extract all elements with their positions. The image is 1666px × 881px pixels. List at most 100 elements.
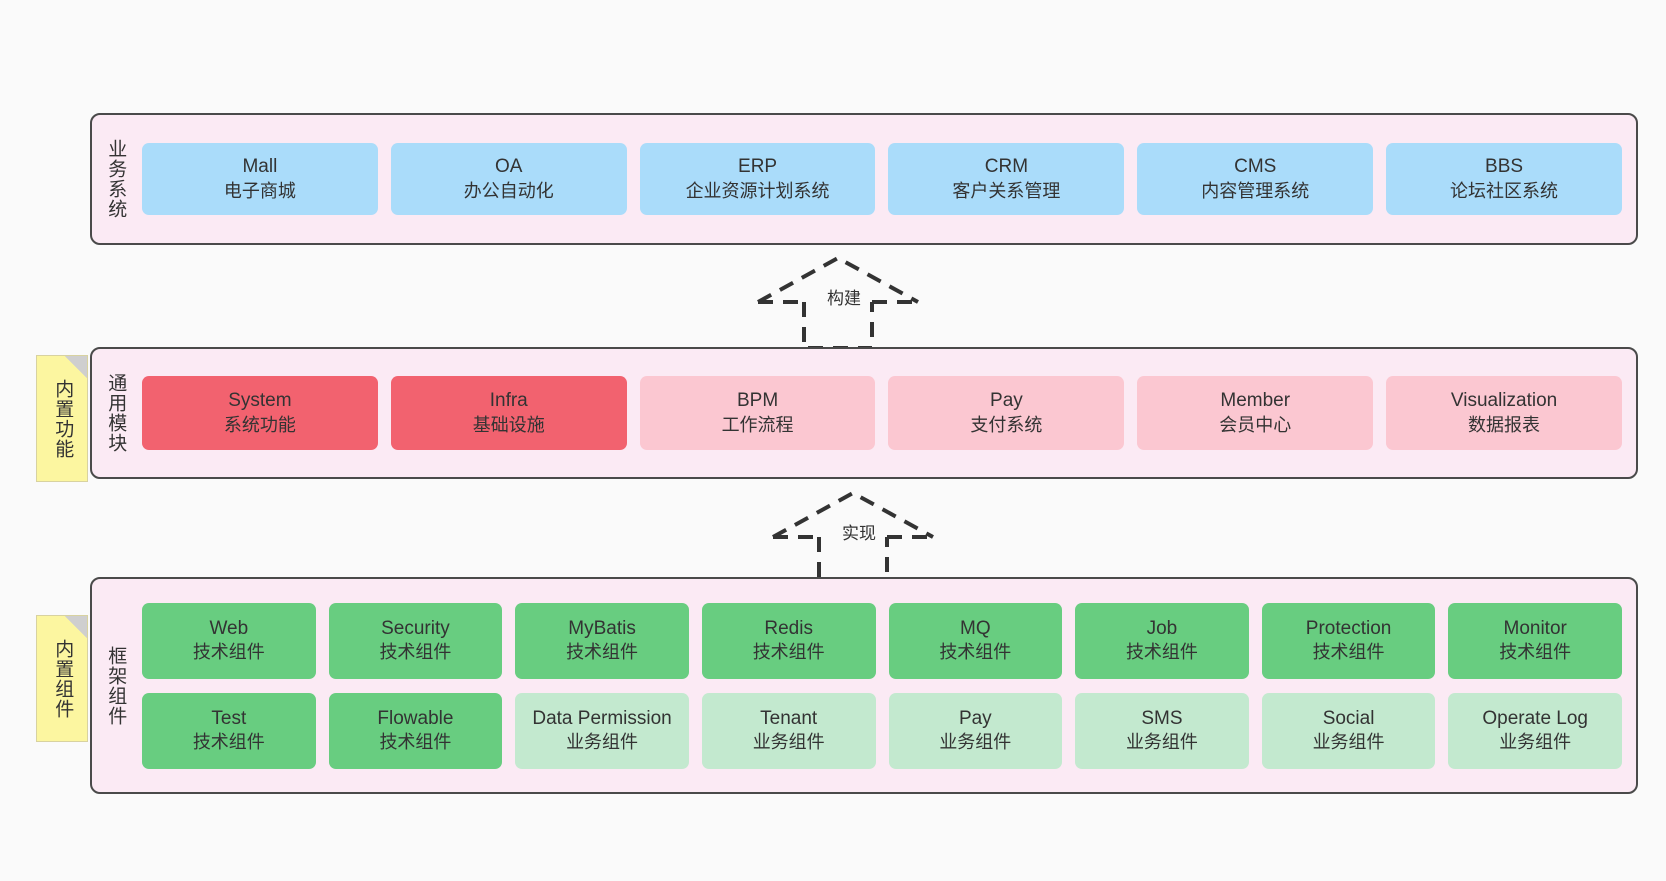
card-redis[interactable]: Redis 技术组件 xyxy=(701,602,876,679)
card-title-cn: 客户关系管理 xyxy=(952,180,1061,201)
card-title-en: Security xyxy=(381,617,450,639)
connector-implement: 实现 xyxy=(763,487,943,587)
card-title-en: Protection xyxy=(1305,617,1392,639)
card-oa[interactable]: OA 办公自动化 xyxy=(390,143,627,215)
card-title-cn: 业务组件 xyxy=(1125,732,1198,753)
card-title-en: Infra xyxy=(489,390,528,412)
generalization-arrow-icon xyxy=(772,490,934,585)
card-title-cn: 业务组件 xyxy=(752,732,825,753)
note-builtin-function: 内置功能 xyxy=(36,355,88,482)
card-title-en: ERP xyxy=(738,156,778,178)
card-title-cn: 业务组件 xyxy=(1499,732,1572,753)
card-title-en: Flowable xyxy=(377,707,454,729)
card-pay-business[interactable]: Pay 业务组件 xyxy=(888,692,1063,769)
card-title-cn: 电子商城 xyxy=(223,180,296,201)
card-visualization[interactable]: Visualization 数据报表 xyxy=(1386,376,1622,450)
card-title-en: Visualization xyxy=(1450,390,1558,412)
card-title-en: OA xyxy=(495,156,523,178)
card-test[interactable]: Test 技术组件 xyxy=(142,692,316,769)
card-infra[interactable]: Infra 基础设施 xyxy=(390,376,627,450)
card-job[interactable]: Job 技术组件 xyxy=(1075,602,1249,679)
card-cms[interactable]: CMS 内容管理系统 xyxy=(1137,143,1374,215)
card-title-cn: 技术组件 xyxy=(192,642,265,663)
card-title-cn: 数据报表 xyxy=(1468,414,1541,435)
card-title-cn: 会员中心 xyxy=(1219,414,1292,435)
card-title-en: CMS xyxy=(1234,156,1277,178)
card-sms[interactable]: SMS 业务组件 xyxy=(1075,692,1249,769)
card-title-cn: 技术组件 xyxy=(1499,642,1572,663)
card-title-en: Mall xyxy=(242,156,278,178)
card-title-cn: 技术组件 xyxy=(379,642,452,663)
card-title-en: Pay xyxy=(958,707,992,729)
card-title-cn: 工作流程 xyxy=(721,414,794,435)
card-title-en: Social xyxy=(1322,707,1375,729)
card-mybatis[interactable]: MyBatis 技术组件 xyxy=(515,602,689,679)
card-row: Web 技术组件 Security 技术组件 MyBatis 技术组件 Redi… xyxy=(142,602,1622,679)
card-title-cn: 技术组件 xyxy=(1125,642,1198,663)
card-security[interactable]: Security 技术组件 xyxy=(328,602,503,679)
band-general-modules: 通用模块 System 系统功能 Infra 基础设施 BPM 工作流程 Pay… xyxy=(90,347,1638,479)
band-title-general-modules: 通用模块 xyxy=(105,373,127,453)
card-title-en: MyBatis xyxy=(568,617,636,639)
band-body-business-systems: Mall 电子商城 OA 办公自动化 ERP 企业资源计划系统 CRM 客户关系… xyxy=(138,115,1636,243)
card-crm[interactable]: CRM 客户关系管理 xyxy=(888,143,1125,215)
card-title-cn: 系统功能 xyxy=(223,414,296,435)
card-title-en: Operate Log xyxy=(1482,707,1588,729)
card-title-en: CRM xyxy=(984,156,1029,178)
card-row: Test 技术组件 Flowable 技术组件 Data Permission … xyxy=(142,692,1622,769)
card-erp[interactable]: ERP 企业资源计划系统 xyxy=(639,143,876,215)
band-title-framework-components: 框架组件 xyxy=(105,645,127,726)
card-title-cn: 内容管理系统 xyxy=(1201,180,1310,201)
connector-build: 构建 xyxy=(748,252,928,352)
card-title-en: Test xyxy=(211,707,247,729)
card-bpm[interactable]: BPM 工作流程 xyxy=(639,376,876,450)
card-title-cn: 技术组件 xyxy=(379,732,452,753)
card-title-en: Member xyxy=(1220,390,1291,412)
card-flowable[interactable]: Flowable 技术组件 xyxy=(328,692,503,769)
card-title-cn: 支付系统 xyxy=(970,414,1043,435)
card-title-cn: 技术组件 xyxy=(1312,642,1385,663)
card-title-en: BBS xyxy=(1485,156,1524,178)
card-operate-log[interactable]: Operate Log 业务组件 xyxy=(1448,692,1622,769)
card-title-en: Redis xyxy=(764,617,813,639)
card-title-cn: 技术组件 xyxy=(939,642,1012,663)
card-title-cn: 办公自动化 xyxy=(463,180,554,201)
note-builtin-component: 内置组件 xyxy=(36,615,88,742)
card-member[interactable]: Member 会员中心 xyxy=(1137,376,1374,450)
card-title-cn: 业务组件 xyxy=(566,732,639,753)
band-body-framework-components: Web 技术组件 Security 技术组件 MyBatis 技术组件 Redi… xyxy=(138,579,1636,792)
card-mall[interactable]: Mall 电子商城 xyxy=(142,143,378,215)
card-title-en: MQ xyxy=(960,617,991,639)
card-data-permission[interactable]: Data Permission 业务组件 xyxy=(515,692,689,769)
card-monitor[interactable]: Monitor 技术组件 xyxy=(1448,602,1622,679)
card-title-cn: 论坛社区系统 xyxy=(1450,180,1559,201)
card-title-en: Data Permission xyxy=(532,707,672,729)
card-title-en: Web xyxy=(209,617,249,639)
card-protection[interactable]: Protection 技术组件 xyxy=(1261,602,1436,679)
card-title-en: SMS xyxy=(1141,707,1183,729)
card-mq[interactable]: MQ 技术组件 xyxy=(888,602,1063,679)
card-title-cn: 技术组件 xyxy=(566,642,639,663)
card-title-en: Tenant xyxy=(760,707,818,729)
card-title-cn: 技术组件 xyxy=(752,642,825,663)
card-social[interactable]: Social 业务组件 xyxy=(1261,692,1436,769)
card-web[interactable]: Web 技术组件 xyxy=(142,602,316,679)
card-title-cn: 技术组件 xyxy=(192,732,265,753)
card-title-cn: 企业资源计划系统 xyxy=(685,180,830,201)
card-tenant[interactable]: Tenant 业务组件 xyxy=(701,692,876,769)
note-label: 内置功能 xyxy=(52,378,74,459)
card-row: Mall 电子商城 OA 办公自动化 ERP 企业资源计划系统 CRM 客户关系… xyxy=(142,143,1622,215)
card-title-cn: 基础设施 xyxy=(472,414,545,435)
card-pay[interactable]: Pay 支付系统 xyxy=(888,376,1125,450)
band-framework-components: 框架组件 Web 技术组件 Security 技术组件 MyBatis 技术组件… xyxy=(90,577,1638,794)
card-bbs[interactable]: BBS 论坛社区系统 xyxy=(1386,143,1622,215)
card-title-cn: 业务组件 xyxy=(1312,732,1385,753)
band-business-systems: 业务系统 Mall 电子商城 OA 办公自动化 ERP 企业资源计划系统 CRM… xyxy=(90,113,1638,245)
card-title-en: System xyxy=(228,390,292,412)
card-title-en: Job xyxy=(1146,617,1178,639)
generalization-arrow-icon xyxy=(757,255,919,350)
card-row: System 系统功能 Infra 基础设施 BPM 工作流程 Pay 支付系统… xyxy=(142,376,1622,450)
card-system[interactable]: System 系统功能 xyxy=(142,376,378,450)
band-body-general-modules: System 系统功能 Infra 基础设施 BPM 工作流程 Pay 支付系统… xyxy=(138,349,1636,477)
card-title-en: Monitor xyxy=(1503,617,1567,639)
